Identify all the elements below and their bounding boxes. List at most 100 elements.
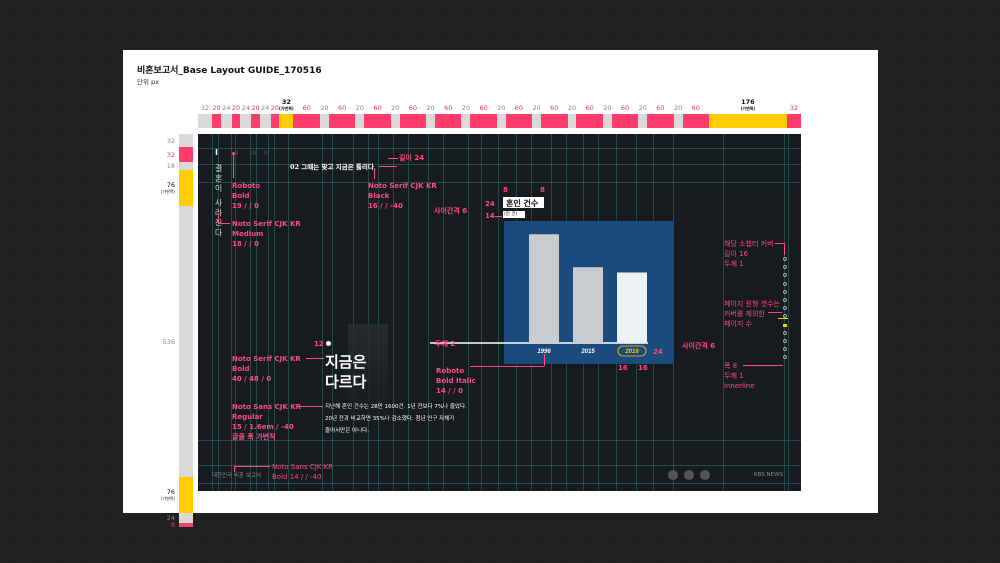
page-dot[interactable] (783, 273, 787, 278)
share-icon[interactable] (684, 470, 694, 480)
vertical-guide (784, 134, 785, 491)
column-sublabel: (가변폭) (279, 106, 294, 111)
spec-size: 19 / / 0 (232, 202, 260, 210)
horizontal-guide (198, 465, 801, 466)
chart-title-box (503, 197, 544, 208)
column-label: 60 (550, 104, 559, 112)
column-label: 60 (444, 104, 453, 112)
page-dot[interactable] (783, 289, 787, 294)
body-line-2: 20년 전과 비교하면 35%나 감소했다. 청년 인구 자체가 (325, 416, 455, 422)
column-segment (251, 114, 261, 128)
connector (233, 154, 234, 178)
row-segment (179, 513, 193, 523)
column-sublabel: (가변폭) (740, 106, 756, 111)
vertical-guide (498, 134, 499, 491)
vertical-guide (250, 134, 251, 491)
page-dot[interactable] (783, 347, 787, 352)
vertical-guide (322, 134, 323, 491)
tick-label-1996: 1996 (537, 349, 551, 355)
spec-size: 40 / 48 / 0 (232, 375, 272, 383)
column-label: 60 (620, 104, 630, 112)
column-label: 20 (567, 104, 577, 112)
connector (306, 358, 324, 359)
column-segment (638, 114, 648, 128)
spec-sans-bold: Noto Sans CJK KR Bold 14 / / -40 (272, 462, 333, 482)
facebook-icon[interactable] (668, 470, 678, 480)
spec-font: Noto Sans CJK KR (272, 463, 334, 471)
column-segment (212, 114, 222, 128)
page-dot[interactable] (783, 314, 787, 319)
horizontal-guide (198, 440, 801, 441)
nav-roman-ii[interactable]: II (235, 150, 239, 157)
connector (234, 466, 235, 472)
vertical-guide (332, 134, 333, 491)
page-dot[interactable] (783, 265, 787, 270)
spec-n16-right: 16 (638, 364, 648, 372)
column-segment (496, 114, 507, 128)
anchor-dot (232, 152, 235, 155)
nav-roman-iii[interactable]: III (251, 150, 257, 157)
vertical-guide (443, 134, 444, 491)
tick-label-2015: 2015 (580, 349, 595, 355)
column-label: 32(가변폭) (271, 98, 301, 111)
page-dot[interactable] (783, 257, 787, 261)
column-label: 20 (212, 104, 221, 112)
spec-line: innerline (724, 382, 755, 390)
page-dot[interactable] (783, 281, 787, 286)
spec-weight: Bold (232, 365, 250, 373)
chapter-title: 02 그때는 맞고 지금은 틀리다 (290, 163, 374, 171)
vertical-guide (468, 134, 469, 491)
page-dot[interactable] (783, 306, 787, 311)
spec-size: 14 / / 0 (436, 387, 464, 395)
vertical-guide (428, 134, 429, 491)
row-segment (179, 206, 193, 477)
nav-marker[interactable]: I (215, 148, 218, 157)
spec-size: 15 / 1.6em / -40 (232, 423, 294, 431)
column-segment (647, 114, 675, 128)
spec-weight: Regular (232, 413, 263, 421)
vertical-guide (218, 134, 219, 491)
row-segment (179, 523, 193, 527)
link-icon[interactable] (700, 470, 710, 480)
column-label: 20 (497, 104, 506, 112)
row-label: 536 (162, 337, 175, 346)
column-label: 20 (532, 104, 541, 112)
row-sublabel: (가변폭) (160, 496, 175, 501)
page-dot-active[interactable] (783, 323, 787, 327)
column-label: 20 (391, 104, 400, 112)
chart-title: 혼인 건수 (506, 199, 539, 208)
column-label: 32 (200, 104, 210, 112)
spec-n8-right: 8 (540, 186, 545, 194)
page-dot[interactable] (783, 298, 787, 302)
connector (743, 365, 783, 366)
page-dot[interactable] (783, 339, 787, 343)
spec-n12: 12 (314, 340, 324, 348)
column-label: 60 (373, 104, 382, 112)
connector (544, 354, 545, 366)
nav-roman-iv[interactable]: IV (264, 150, 270, 157)
column-label: 60 (408, 104, 417, 112)
page-dot[interactable] (783, 355, 787, 360)
layout-canvas: I II III IV 결혼이 사라진다 02 그때는 맞고 지금은 틀리다 R… (198, 134, 801, 491)
row-label: 32 (166, 136, 175, 145)
horizontal-guide (198, 164, 801, 165)
connector (784, 243, 785, 255)
vertical-guide (673, 134, 674, 491)
connector (768, 312, 782, 313)
spec-thickness-2: 두께 2 (435, 340, 456, 348)
column-label: 60 (479, 104, 488, 112)
row-sublabel: (가변폭) (160, 189, 175, 194)
row-label: 76(가변폭) (151, 488, 175, 501)
spec-line: 해당 소챕터 커버 (724, 240, 774, 248)
spec-weight: Medium (232, 230, 264, 238)
column-segment (279, 114, 294, 128)
column-label: 60 (691, 104, 700, 112)
document-title: 비혼보고서_Base Layout GUIDE_170516 (137, 66, 322, 76)
column-label: 60 (585, 104, 594, 112)
column-segment (434, 114, 462, 128)
page-dot[interactable] (783, 330, 787, 335)
column-label: 176(가변폭) (733, 98, 763, 111)
spec-size: Bold 14 / / -40 (272, 473, 322, 481)
